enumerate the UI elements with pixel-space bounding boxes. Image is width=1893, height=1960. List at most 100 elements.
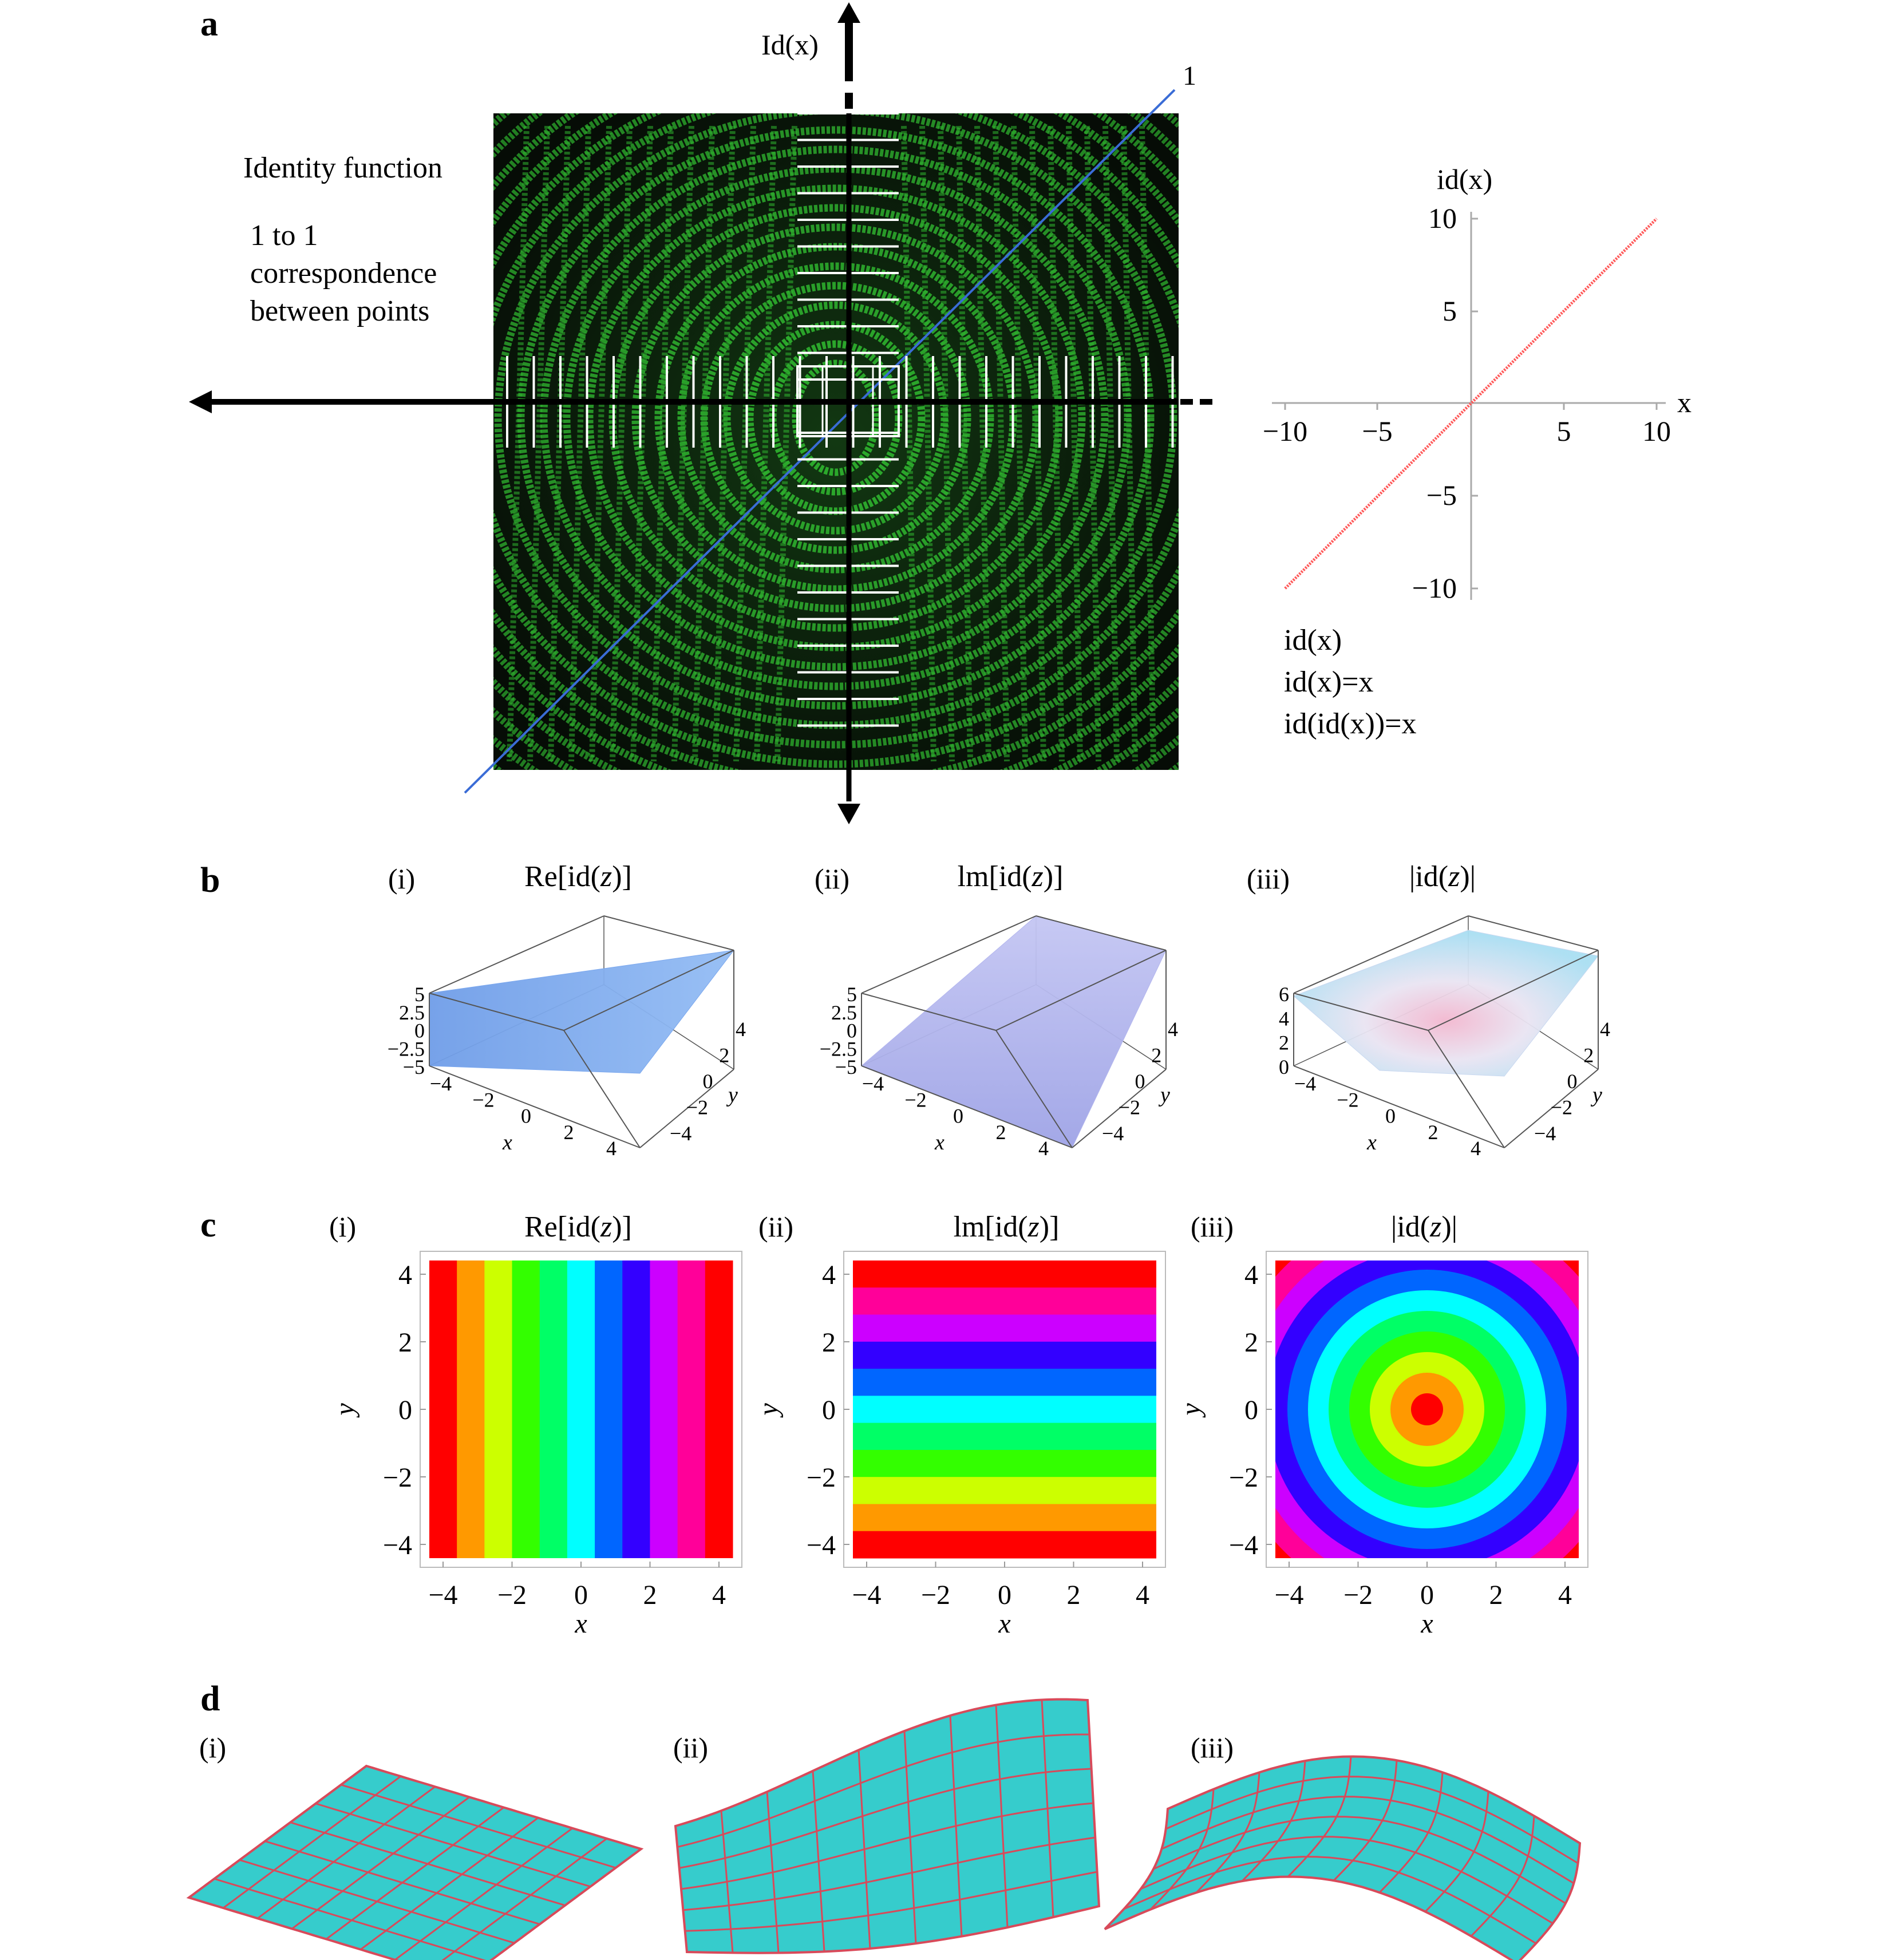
y-tick-label: −4: [1534, 1122, 1556, 1145]
z-tick-label: 0: [847, 1019, 857, 1042]
y-tick-label: −2: [807, 1463, 836, 1493]
y-tick-label: 2: [1583, 1044, 1594, 1067]
flat-plane-surface: [186, 1764, 644, 1960]
y-tick-label: 0: [1244, 1395, 1258, 1425]
y-tick-label: 0: [1135, 1070, 1145, 1093]
grid-line: [257, 1786, 436, 1919]
color-band: [853, 1449, 1156, 1477]
x-tick-label: 0: [521, 1105, 531, 1128]
y-tick-label: 0: [703, 1070, 713, 1093]
color-band: [512, 1260, 540, 1558]
x-tick-label: 0: [1420, 1580, 1434, 1610]
grid-line: [675, 1698, 1088, 1827]
plot-title: |id(z)|: [1391, 1211, 1457, 1243]
z-tick-label: 4: [1279, 1007, 1289, 1030]
grid-line: [1165, 1776, 1579, 1864]
x-tick-label: −4: [862, 1072, 884, 1095]
plot-title: Re[id(z)]: [524, 1211, 632, 1243]
color-band: [595, 1260, 623, 1558]
surface: [429, 950, 735, 1074]
grid-line: [490, 1848, 642, 1960]
mini-plot-ytick: 5: [1443, 295, 1457, 327]
grid-line: [366, 1765, 642, 1850]
x-tick-label: 4: [712, 1580, 726, 1610]
grid-line: [291, 1796, 470, 1930]
panel-d-surfaces: [186, 1698, 1582, 1960]
z-tick-label: −2.5: [388, 1037, 425, 1060]
interference-image: [493, 113, 1179, 770]
y-axis-label: y: [1590, 1083, 1602, 1107]
y-tick-label: −2: [1551, 1096, 1572, 1119]
color-band: [853, 1314, 1156, 1342]
x-tick-label: 0: [574, 1580, 588, 1610]
y-tick-label: 2: [822, 1327, 836, 1358]
grid-line: [315, 1803, 591, 1888]
x-tick-label: −2: [497, 1580, 527, 1610]
panel-letter-b: b: [200, 861, 220, 900]
x-tick-label: −2: [921, 1580, 950, 1610]
mini-plot-xtick: −10: [1263, 415, 1307, 447]
sub-label-c: (ii): [758, 1211, 793, 1243]
y-tick-label: −4: [670, 1122, 691, 1145]
color-band: [853, 1341, 1156, 1369]
grid-line: [1123, 1856, 1537, 1945]
z-tick-label: 0: [1279, 1056, 1289, 1078]
grid-line: [1140, 1836, 1554, 1925]
panel-a-axes: [189, 2, 1217, 824]
grid-line: [1104, 1876, 1513, 1960]
x-tick-label: 0: [1385, 1105, 1396, 1128]
arrow-down-icon: [837, 804, 860, 824]
y-tick-label: −4: [1102, 1122, 1124, 1145]
sub-label-c: (iii): [1191, 1211, 1234, 1243]
y-tick-label: 2: [1244, 1327, 1258, 1358]
y-tick-label: −2: [1119, 1096, 1140, 1119]
grid-line: [679, 1768, 1092, 1869]
color-band: [853, 1369, 1156, 1396]
x-tick-label: −2: [1337, 1088, 1358, 1111]
y-tick-label: −4: [1229, 1530, 1258, 1560]
mini-plot-xtick: 5: [1557, 415, 1571, 447]
id-axis-label: Id(x): [761, 29, 819, 61]
sub-label-c: (i): [329, 1211, 356, 1243]
x-axis-label: x: [502, 1131, 512, 1155]
plot-title: |id(z)|: [1409, 860, 1476, 893]
y-tick-label: 0: [398, 1395, 412, 1425]
y-tick-label: 2: [719, 1044, 729, 1067]
grid-line: [341, 1784, 616, 1869]
color-band: [853, 1422, 1156, 1451]
identity-diagonal-line: [464, 89, 1176, 794]
sub-label-b: (ii): [815, 863, 849, 895]
x-tick-label: −2: [904, 1088, 926, 1111]
color-band: [622, 1260, 650, 1558]
x-tick-label: 4: [1471, 1137, 1481, 1160]
y-tick-label: 4: [822, 1260, 836, 1290]
z-tick-label: −2.5: [820, 1037, 857, 1060]
z-tick-label: 2: [1279, 1032, 1289, 1054]
dome-surface: [1104, 1755, 1582, 1960]
grid-line: [223, 1775, 401, 1909]
y-axis-label: y: [1158, 1083, 1170, 1107]
z-tick-label: −5: [403, 1056, 425, 1078]
x-axis-label: x: [1420, 1609, 1433, 1639]
x-tick-label: 2: [996, 1121, 1006, 1144]
x-axis-label: x: [574, 1609, 587, 1639]
grid-line: [677, 1733, 1090, 1848]
color-band: [853, 1477, 1156, 1504]
y-tick-label: −2: [1229, 1463, 1258, 1493]
y-tick-label: −2: [383, 1463, 412, 1493]
y-axis-label: y: [330, 1403, 360, 1418]
color-band: [853, 1287, 1156, 1315]
x-tick-label: −4: [1294, 1072, 1316, 1095]
z-tick-label: −5: [835, 1056, 857, 1078]
color-band: [853, 1260, 1156, 1288]
grid-line: [1153, 1816, 1566, 1904]
grid-line: [1161, 1796, 1575, 1884]
x-tick-label: 2: [1067, 1580, 1081, 1610]
y-tick-label: −2: [686, 1096, 708, 1119]
y-tick-label: 0: [1567, 1070, 1578, 1093]
